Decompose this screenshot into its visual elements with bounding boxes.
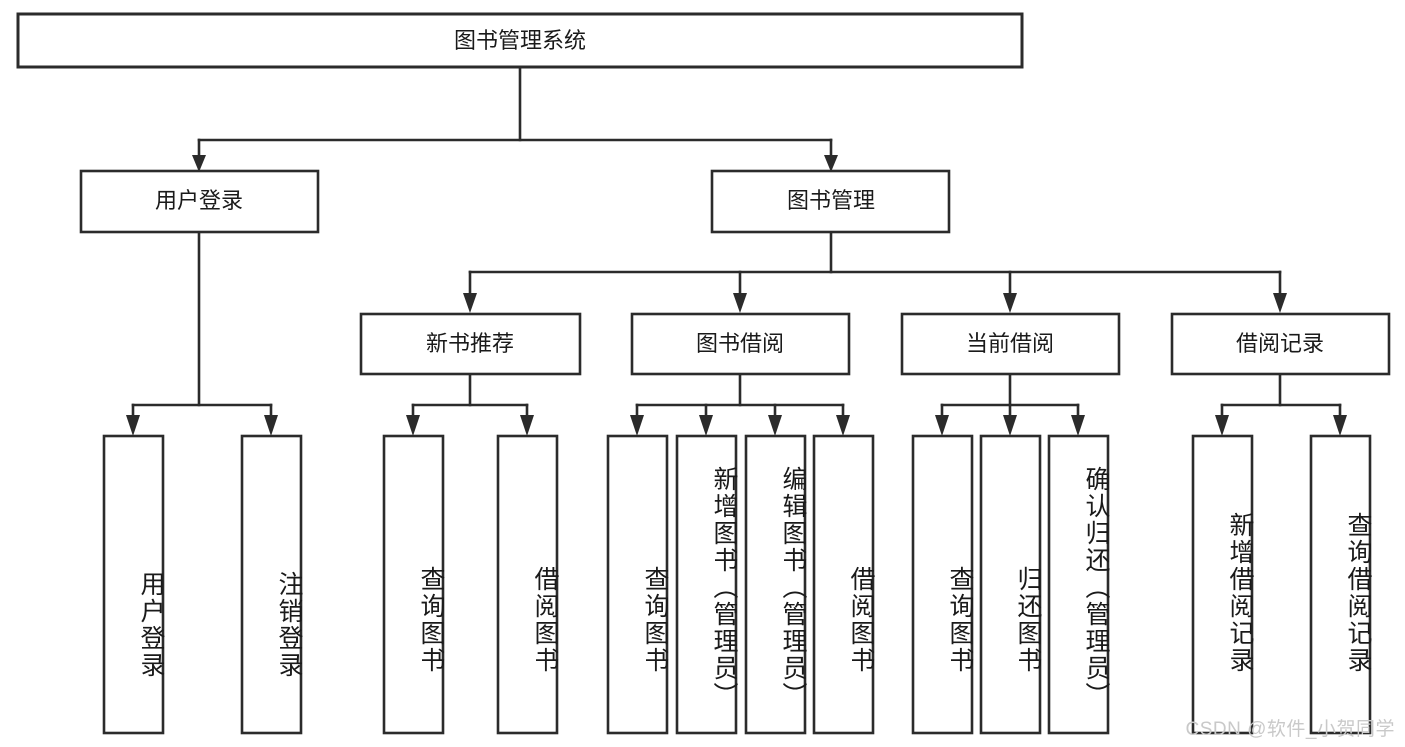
- node-root-label: 图书管理系统: [454, 28, 586, 53]
- connectors-book-borrow-to-leaves: [630, 372, 850, 436]
- node-borrow-record[interactable]: 借阅记录: [1170, 312, 1391, 376]
- node-book-manage[interactable]: 图书管理: [710, 169, 951, 234]
- node-book-manage-label: 图书管理: [787, 188, 875, 213]
- leaf-box-add-book[interactable]: [675, 434, 738, 735]
- csdn-watermark: CSDN @软件_小贺同学: [1185, 719, 1395, 740]
- connectors-new-book-recommend-to-leaves: [406, 372, 534, 436]
- node-book-borrow[interactable]: 图书借阅: [630, 312, 851, 376]
- connectors-current-borrow-to-leaves: [935, 372, 1085, 436]
- node-user-login-label: 用户登录: [155, 188, 243, 213]
- leaf-box-query-borrow-record[interactable]: [1309, 434, 1372, 735]
- leaf-box-edit-book[interactable]: [744, 434, 807, 735]
- leaf-box-add-borrow-record[interactable]: [1191, 434, 1254, 735]
- connectors-book-manage-to-level3: [463, 230, 1287, 313]
- node-borrow-record-label: 借阅记录: [1236, 331, 1324, 356]
- node-new-book-recommend-label: 新书推荐: [426, 331, 514, 356]
- connectors-borrow-record-to-leaves: [1215, 372, 1347, 436]
- node-current-borrow-label: 当前借阅: [966, 331, 1054, 356]
- leaf-boxes: [102, 434, 1372, 735]
- leaf-box-query-book-1[interactable]: [382, 434, 445, 735]
- node-current-borrow[interactable]: 当前借阅: [900, 312, 1121, 376]
- leaf-box-borrow-book-1[interactable]: [496, 434, 559, 735]
- node-user-login[interactable]: 用户登录: [79, 169, 320, 234]
- leaf-box-user-login[interactable]: [102, 434, 165, 735]
- leaf-box-return-book[interactable]: [979, 434, 1042, 735]
- node-new-book-recommend[interactable]: 新书推荐: [359, 312, 582, 376]
- leaf-box-borrow-book-2[interactable]: [812, 434, 875, 735]
- leaf-box-query-book-2[interactable]: [606, 434, 669, 735]
- leaf-box-user-logout[interactable]: [240, 434, 303, 735]
- connectors-root-to-level2: [192, 65, 838, 172]
- connectors-user-login-to-leaves: [126, 230, 278, 436]
- node-book-borrow-label: 图书借阅: [696, 331, 784, 356]
- leaf-box-query-book-3[interactable]: [911, 434, 974, 735]
- node-root[interactable]: 图书管理系统: [16, 12, 1024, 69]
- leaf-box-confirm-return[interactable]: [1047, 434, 1110, 735]
